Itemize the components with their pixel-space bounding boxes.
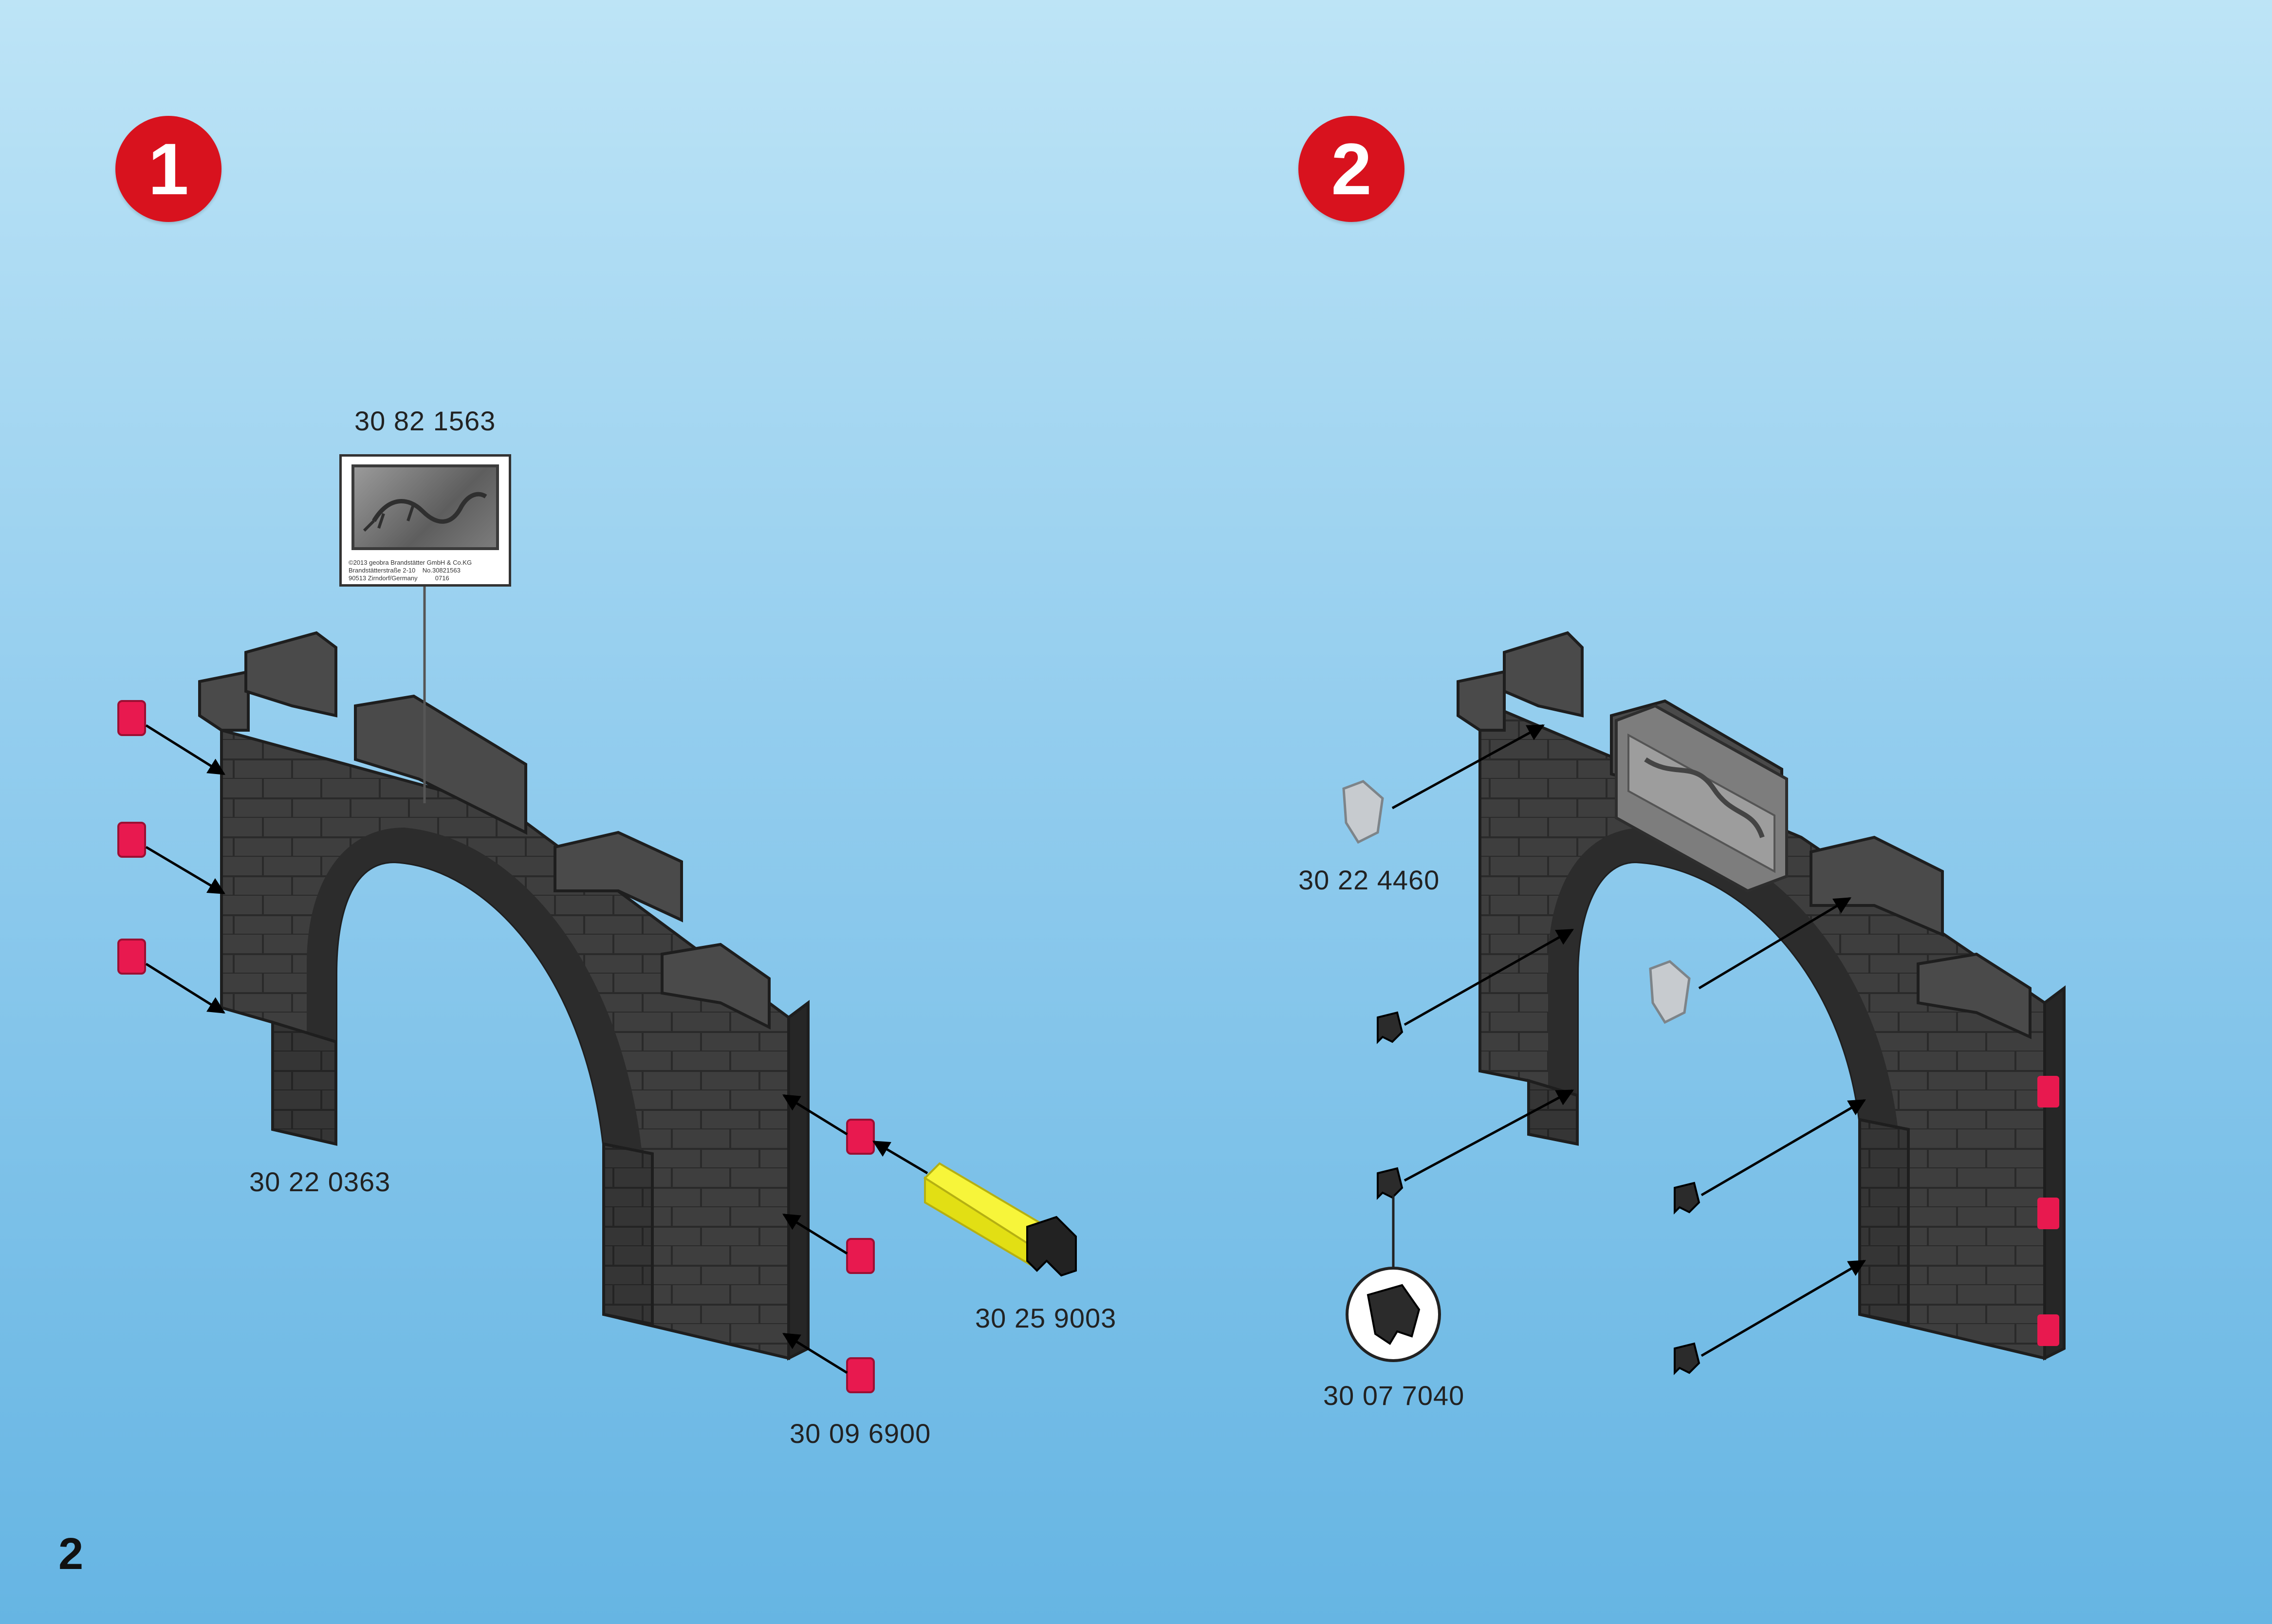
- sticker-sheet: ©2013 geobra Brandstätter GmbH & Co.KG B…: [339, 454, 511, 587]
- page-number: 2: [58, 1529, 83, 1580]
- key-part-number: 30 25 9003: [975, 1302, 1116, 1334]
- dragon-plaque-sticker-icon: [351, 464, 499, 550]
- connector-part-number: 30 09 6900: [790, 1418, 931, 1449]
- step-1-badge: 1: [115, 116, 222, 222]
- step2-black-clips: [1347, 930, 1865, 1373]
- black-clip-part-number: 30 07 7040: [1323, 1380, 1464, 1411]
- step1-yellow-key: [874, 1142, 1076, 1275]
- gray-clip-part-number: 30 22 4460: [1298, 864, 1440, 896]
- step1-left-connectors: [118, 701, 224, 1013]
- step2-castle-wall: [1458, 633, 2064, 1358]
- sticker-part-number: 30 82 1563: [354, 405, 496, 437]
- sticker-fineprint: ©2013 geobra Brandstätter GmbH & Co.KG B…: [349, 559, 504, 582]
- step-2-badge: 2: [1298, 116, 1404, 222]
- wall-part-number: 30 22 0363: [249, 1166, 390, 1198]
- step1-castle-wall: [200, 633, 808, 1358]
